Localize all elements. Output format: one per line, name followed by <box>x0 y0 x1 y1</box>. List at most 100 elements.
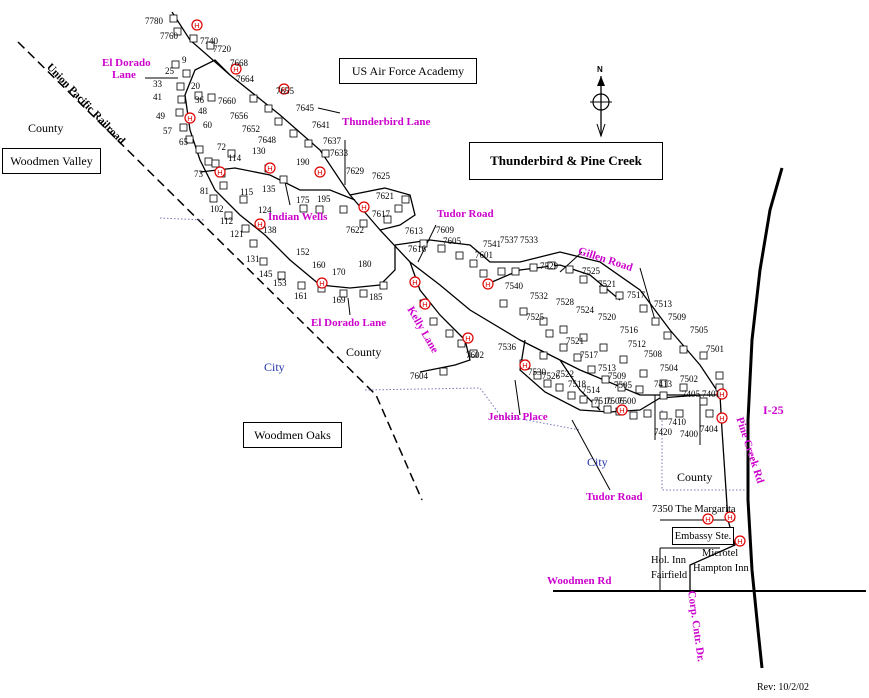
address-number: 7664 <box>236 74 254 84</box>
address-number: 7505 <box>690 325 708 335</box>
lot-square <box>457 339 466 348</box>
svg-text:H: H <box>719 390 724 399</box>
address-number: 7602 <box>466 350 484 360</box>
address-number: 7605 <box>443 236 461 246</box>
lot-square <box>543 379 552 388</box>
el-dorado-label-2: Lane <box>112 69 136 81</box>
svg-text:H: H <box>727 513 732 522</box>
address-number: 7520 <box>598 312 616 322</box>
svg-text:H: H <box>465 334 470 343</box>
address-number: 7521 <box>566 336 584 346</box>
address-number: 7616 <box>408 244 426 254</box>
address-number: 7513 <box>598 363 616 373</box>
hydrant-icon: H <box>254 218 266 230</box>
lot-square <box>639 304 648 313</box>
lot-square <box>579 333 588 342</box>
lot-square <box>249 239 258 248</box>
lot-square <box>359 289 368 298</box>
lot-square <box>204 157 213 166</box>
address-number: 7514 <box>582 385 600 395</box>
address-number: 152 <box>296 247 310 257</box>
lot-square <box>579 395 588 404</box>
lot-square <box>619 355 628 364</box>
lot-square <box>579 275 588 284</box>
svg-text:H: H <box>233 65 238 74</box>
lot-square <box>175 108 184 117</box>
lot-square <box>264 104 273 113</box>
lot-square <box>304 139 313 148</box>
lot-square <box>359 219 368 228</box>
svg-text:H: H <box>719 414 724 423</box>
address-number: 7501 <box>706 344 724 354</box>
address-number: 138 <box>263 225 277 235</box>
lot-square <box>437 244 446 253</box>
lot-square <box>659 379 668 388</box>
lot-square <box>601 375 610 384</box>
city-label-left: City <box>264 360 285 374</box>
lot-square <box>639 369 648 378</box>
city-label-right: City <box>587 455 608 469</box>
el-dorado-label-1: El Dorado <box>102 57 151 69</box>
lot-square <box>629 411 638 420</box>
lot-square <box>177 95 186 104</box>
address-number: 7629 <box>346 166 364 176</box>
hydrant-icon: H <box>702 513 714 525</box>
lot-square <box>659 411 668 420</box>
county-label-right: County <box>677 470 713 484</box>
svg-text:H: H <box>361 203 366 212</box>
address-number: 7525 <box>582 266 600 276</box>
lot-square <box>587 365 596 374</box>
hydrant-icon: H <box>734 535 746 547</box>
tudor-road-bottom-label: Tudor Road <box>586 491 643 503</box>
lot-square <box>445 329 454 338</box>
address-number: 7760 <box>160 31 178 41</box>
address-number: 72 <box>217 142 226 152</box>
address-number: 161 <box>294 291 308 301</box>
address-number: 7656 <box>230 111 248 121</box>
lot-square <box>195 145 204 154</box>
address-number: 7405 <box>682 389 700 399</box>
lot-square <box>559 343 568 352</box>
lot-square <box>715 371 724 380</box>
lot-square <box>469 349 478 358</box>
el-dorado-lane-line <box>184 59 396 289</box>
address-number: 7780 <box>145 16 163 26</box>
address-number: 7413 <box>654 379 672 389</box>
lot-square <box>429 317 438 326</box>
address-number: 7526 <box>542 371 560 381</box>
address-number: 7540 <box>505 281 523 291</box>
address-number: 7720 <box>213 44 231 54</box>
hydrant-icon: H <box>716 412 728 424</box>
address-number: 7530 <box>528 367 546 377</box>
address-number: 131 <box>246 254 260 264</box>
lot-square <box>663 331 672 340</box>
lot-square <box>182 69 191 78</box>
compass-icon: N <box>590 65 612 138</box>
county-label-mid: County <box>346 345 382 359</box>
address-number: 57 <box>163 126 172 136</box>
tudor-road-lower-line <box>519 339 701 413</box>
address-number: 7645 <box>296 103 314 113</box>
address-number: 7625 <box>372 171 390 181</box>
lot-square <box>227 149 236 158</box>
el-dorado-lane-bottom-label: El Dorado Lane <box>311 317 387 329</box>
hydrant-icon: H <box>616 404 628 416</box>
address-number: 114 <box>228 153 242 163</box>
svg-text:H: H <box>485 280 490 289</box>
address-number: 7522 <box>556 369 574 379</box>
lot-square <box>297 281 306 290</box>
jenkin-place-label: Jenkin Place <box>488 411 548 423</box>
lot-square <box>679 345 688 354</box>
lot-square <box>224 211 233 220</box>
address-number: 153 <box>273 278 287 288</box>
i25-label: I-25 <box>763 403 784 417</box>
svg-text:H: H <box>522 361 527 370</box>
embassy-suites-box: Embassy Ste. <box>672 527 734 545</box>
lot-square <box>439 367 448 376</box>
address-number: 7502 <box>680 374 698 384</box>
lot-square <box>259 257 268 266</box>
address-number: 7621 <box>376 191 394 201</box>
hydrant-icon: H <box>191 19 203 31</box>
address-number: 7668 <box>230 58 248 68</box>
hydrant-icon: H <box>716 388 728 400</box>
